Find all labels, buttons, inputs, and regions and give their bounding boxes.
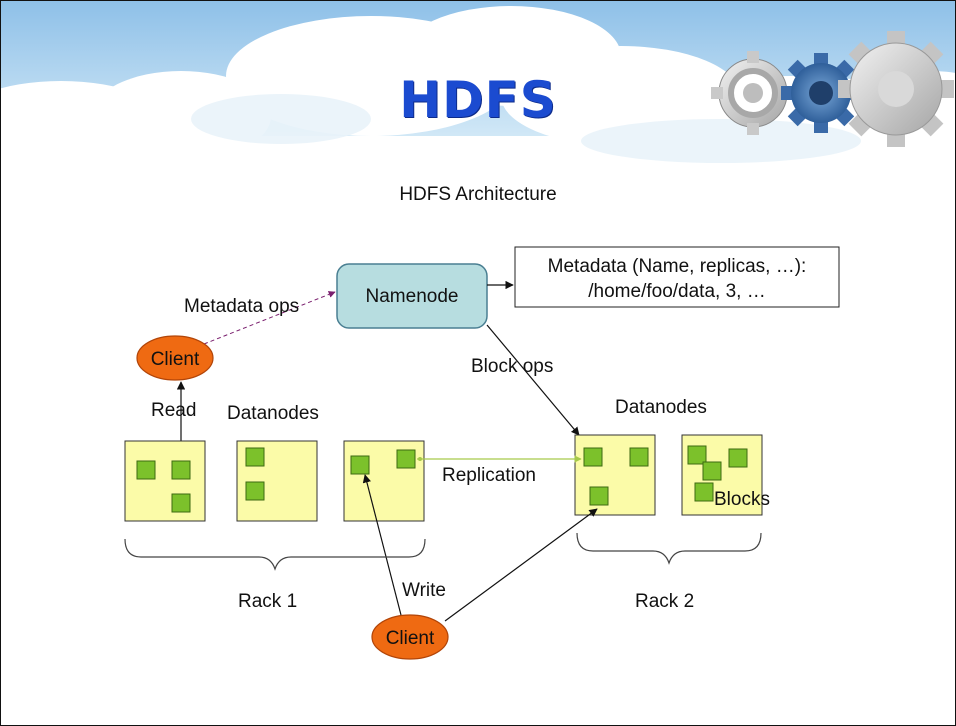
block <box>396 449 416 469</box>
read-label: Read <box>151 400 197 421</box>
block <box>589 486 609 506</box>
block <box>694 482 714 502</box>
datanode-rack2-1 <box>574 434 656 516</box>
block-ops-arrow <box>486 324 580 436</box>
client-bottom-ellipse <box>371 614 449 660</box>
datanodes-right-label: Datanodes <box>615 397 707 418</box>
block <box>728 448 748 468</box>
client-bottom-label: Client <box>385 628 435 649</box>
datanode-rack1-1 <box>124 440 206 522</box>
write-label: Write <box>402 580 446 601</box>
metadata-ops-arrow <box>203 291 336 345</box>
rack1-label: Rack 1 <box>238 591 298 612</box>
metadata-ops-label: Metadata ops <box>184 296 300 317</box>
blocks-label: Blocks <box>714 489 770 510</box>
namenode-box <box>336 263 488 329</box>
client-top-ellipse <box>136 335 214 381</box>
block <box>583 447 603 467</box>
block <box>629 447 649 467</box>
replication-origin-dot <box>418 457 422 461</box>
block <box>350 455 370 475</box>
metadata-line1: Metadata (Name, replicas, …): <box>547 256 807 277</box>
block <box>171 493 191 513</box>
block <box>136 460 156 480</box>
rack2-brace <box>576 532 762 565</box>
namenode-label: Namenode <box>365 286 459 307</box>
block <box>702 461 722 481</box>
write-arrow-rack2 <box>444 508 598 622</box>
datanodes-left-label: Datanodes <box>227 403 319 424</box>
diagram-subtitle: HDFS Architecture <box>399 184 557 205</box>
replication-label: Replication <box>442 465 536 486</box>
client-top-label: Client <box>150 349 200 370</box>
block <box>687 445 707 465</box>
block-ops-label: Block ops <box>471 356 554 377</box>
metadata-line2: /home/foo/data, 3, … <box>588 281 766 302</box>
block <box>245 447 265 467</box>
block <box>245 481 265 501</box>
rack1-brace <box>124 538 426 571</box>
rack2-label: Rack 2 <box>635 591 695 612</box>
write-arrow-rack1 <box>362 474 402 616</box>
block <box>171 460 191 480</box>
metadata-box <box>514 246 840 308</box>
slide-title: HDFS <box>399 71 557 129</box>
gear-icon <box>711 31 954 147</box>
